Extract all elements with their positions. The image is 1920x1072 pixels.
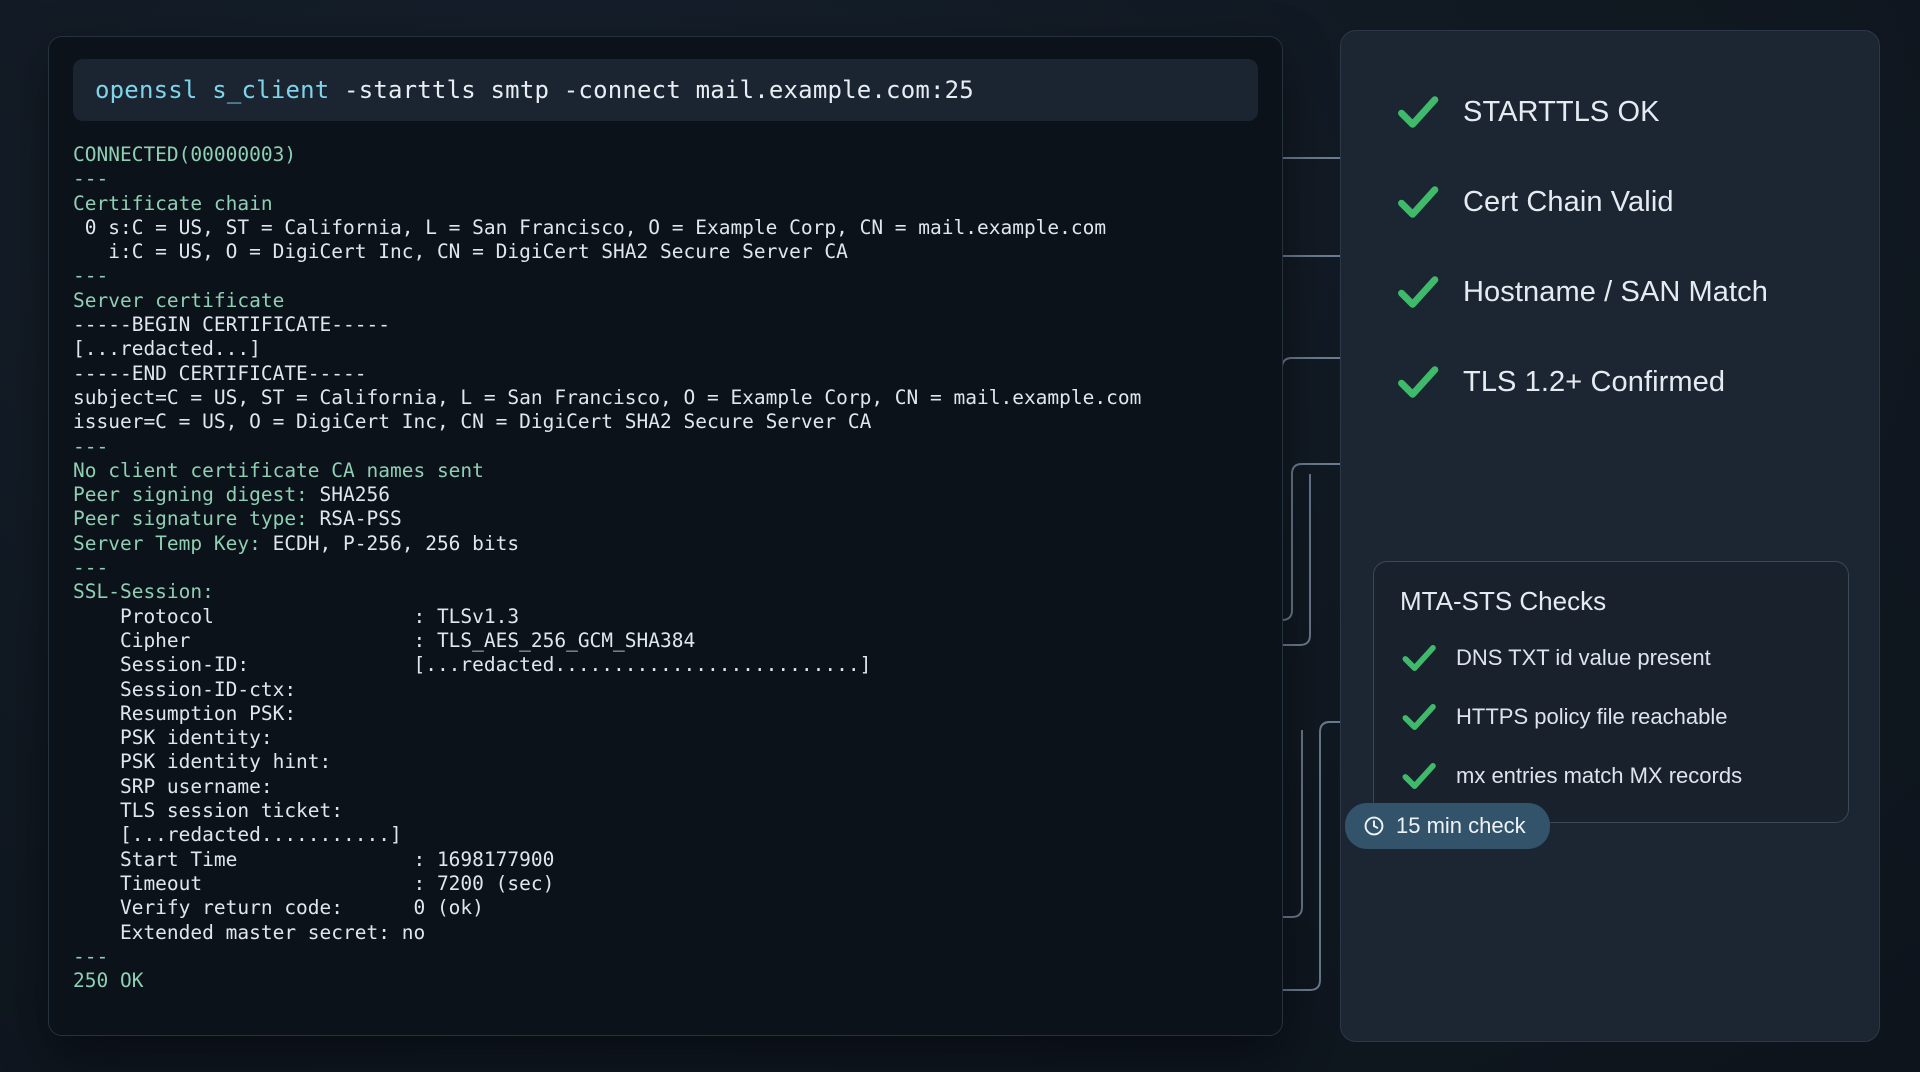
check-icon [1402,645,1436,671]
primary-check-row[interactable]: Cert Chain Valid [1395,179,1879,225]
primary-check-row[interactable]: Hostname / SAN Match [1395,269,1879,315]
terminal-line: SRP username: [73,774,273,798]
check-icon [1402,704,1436,730]
terminal-line: --- [73,167,109,191]
terminal-line: Peer signature type: RSA-PSS [73,507,402,531]
terminal-line: Session-ID: [...redacted................… [73,653,872,677]
terminal-line: Server Temp Key: ECDH, P-256, 256 bits [73,531,520,555]
terminal-line: Extended master secret: no [73,920,426,944]
terminal-line: issuer=C = US, O = DigiCert Inc, CN = Di… [73,410,872,434]
terminal-line: Verify return code: 0 (ok) [73,896,484,920]
terminal-line: SSL-Session: [73,580,214,604]
check-icon [1398,276,1439,308]
terminal-line: --- [73,434,109,458]
primary-check-label: Cert Chain Valid [1463,185,1674,218]
terminal-line: [...redacted...] [73,337,261,361]
check-icon [1398,96,1439,128]
terminal-line: [...redacted...........] [73,823,402,847]
check-icon [1398,366,1439,398]
terminal-line: CONNECTED(00000003) [73,143,297,166]
terminal-line: --- [73,264,109,288]
terminal-line: Resumption PSK: [73,701,297,725]
terminal-line: Timeout : 7200 (sec) [73,871,555,895]
terminal-line: No client certificate CA names sent [73,458,484,482]
command-bar[interactable]: openssl s_client -starttls smtp -connect… [73,59,1258,121]
check-icon [1398,186,1439,218]
terminal-line: --- [73,556,109,580]
terminal-line: Server certificate [73,288,285,312]
primary-check-label: TLS 1.2+ Confirmed [1463,365,1726,398]
interval-badge[interactable]: 15 min check [1345,803,1550,849]
terminal-line: -----END CERTIFICATE----- [73,361,367,385]
interval-badge-label: 15 min check [1396,813,1526,838]
terminal-output: CONNECTED(00000003)---Certificate chain … [73,143,1258,993]
terminal-line: Start Time : 1698177900 [73,847,555,871]
terminal-line: 0 s:C = US, ST = California, L = San Fra… [73,215,1107,239]
terminal-line: i:C = US, O = DigiCert Inc, CN = DigiCer… [73,240,848,264]
mta-sts-label: HTTPS policy file reachable [1456,704,1728,729]
terminal-line: 250 OK [73,969,144,993]
mta-sts-row[interactable]: mx entries match MX records [1400,757,1822,795]
terminal-line: Cipher : TLS_AES_256_GCM_SHA384 [73,628,696,652]
terminal-line: Session-ID-ctx: [73,677,297,701]
primary-check-row[interactable]: TLS 1.2+ Confirmed [1395,359,1879,405]
mta-sts-row[interactable]: HTTPS policy file reachable [1400,698,1822,736]
terminal-line: Certificate chain [73,191,273,215]
command-text: openssl s_client -starttls smtp -connect… [95,76,974,104]
terminal-line: PSK identity hint: [73,750,332,774]
check-icon [1402,763,1436,789]
terminal-line: PSK identity: [73,726,273,750]
mta-sts-label: mx entries match MX records [1456,763,1743,788]
primary-check-label: Hostname / SAN Match [1463,275,1768,308]
terminal-line: subject=C = US, ST = California, L = San… [73,385,1142,409]
mta-sts-title: MTA-STS Checks [1400,586,1607,616]
terminal-line: -----BEGIN CERTIFICATE----- [73,313,390,337]
mta-sts-label: DNS TXT id value present [1456,645,1711,670]
terminal-line: Protocol : TLSv1.3 [73,604,520,628]
terminal-line: --- [73,944,109,968]
terminal-line: TLS session ticket: [73,799,344,823]
primary-check-label: STARTTLS OK [1463,95,1660,128]
terminal-panel: openssl s_client -starttls smtp -connect… [48,36,1283,1036]
mta-sts-row[interactable]: DNS TXT id value present [1400,639,1822,677]
clock-icon [1363,815,1385,837]
primary-check-row[interactable]: STARTTLS OK [1395,89,1879,135]
terminal-line: Peer signing digest: SHA256 [73,483,390,507]
